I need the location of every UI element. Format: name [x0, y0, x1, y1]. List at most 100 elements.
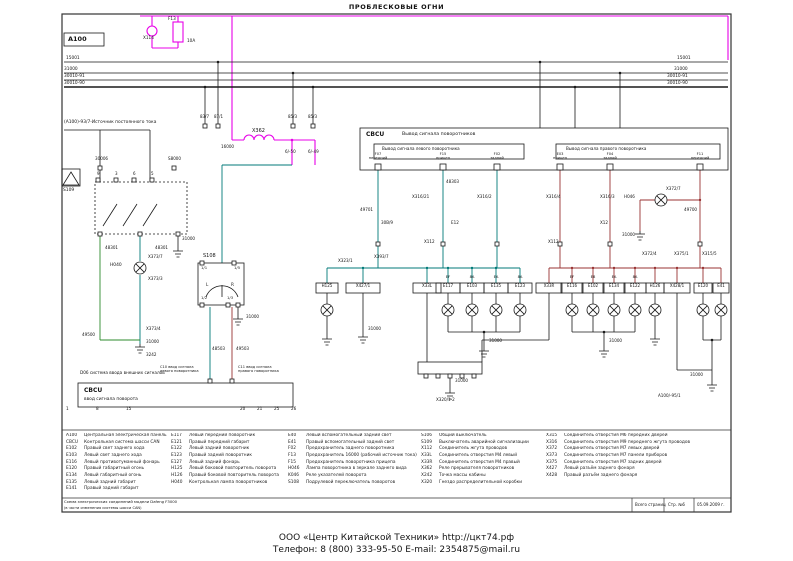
diagram-label: A100/-95/1	[658, 393, 681, 398]
diagram-label: F11 передний	[690, 152, 710, 161]
diagram-label: 83/7	[200, 114, 209, 119]
diagram-label: D06 система ввода внешних сигналов	[80, 370, 165, 375]
diagram-label: 30010-91	[64, 74, 85, 79]
diagram-label: X316/21	[412, 194, 430, 199]
diagram-label: 6/-49	[308, 149, 319, 154]
diagram-label: CBCU	[84, 387, 103, 394]
diagram-label: Вывод сигнала левого поворотника	[382, 146, 460, 151]
diagram-label: X362	[252, 128, 265, 134]
diagram-label: X316/4	[546, 194, 561, 199]
wiring-left-turn	[139, 164, 521, 379]
diagram-label: 8	[96, 406, 99, 411]
diagram-label: 31000	[489, 338, 503, 343]
diagram-label: 10A	[187, 38, 196, 43]
wiring-right-turn	[231, 170, 722, 379]
diagram-label: Вывод сигнала поворотников	[402, 132, 476, 137]
diagram-label: 1/1	[201, 265, 208, 270]
diagram-label: E8	[590, 275, 596, 279]
diagram-label: 15001	[677, 56, 691, 61]
diagram-label: R	[231, 282, 234, 287]
diagram-label: 31000	[690, 372, 704, 377]
diagram-label: 31000	[182, 236, 196, 241]
diagram-label: 30010-90	[64, 81, 85, 86]
diagram-label: C10 ввод сигнала левого поворотника	[160, 365, 199, 374]
footer-company-line: ООО «Центр Китайской Техники» http://цкт…	[278, 533, 515, 543]
diagram-label: 25	[274, 406, 280, 411]
diagram-label: F15 прицеп	[436, 152, 450, 161]
diagram-label: E102	[587, 283, 599, 288]
diagram-label: 49701	[360, 207, 374, 212]
diagram-label: E122	[629, 283, 641, 288]
diagram-label: E120	[697, 283, 709, 288]
diagram-label: E03 прицеп	[553, 152, 567, 161]
diagram-label: H046	[624, 194, 635, 199]
diagram-label: X373/3	[148, 276, 163, 281]
diagram-label: X428/1	[669, 283, 685, 288]
diagram-label: 85/3	[308, 114, 317, 119]
diagram-label: 48303	[446, 179, 460, 184]
diagram-label: 30010-91	[667, 74, 688, 79]
diagram-label: Схема электрических соединений модели Da…	[64, 499, 178, 504]
page-title: ПРОБЛЕСКОВЫЕ ОГНИ	[348, 3, 445, 11]
diagram-label: Вывод сигнала правого поворотника	[566, 146, 647, 151]
diagram-label: E12	[451, 220, 459, 225]
diagram-label: EF	[569, 275, 575, 279]
diagram-label: 21	[257, 406, 263, 411]
diagram-label: E135	[490, 283, 502, 288]
diagram-label: 85/3	[288, 114, 297, 119]
diagram-label: 31000	[455, 378, 469, 383]
diagram-label: L	[206, 282, 209, 287]
diagram-label: 3	[115, 171, 118, 176]
diagram-label: X112	[424, 239, 435, 244]
diagram-label: 31000	[368, 326, 382, 331]
diagram-label: 16000	[221, 144, 235, 149]
diagram-label: 31000	[246, 314, 260, 319]
diagram-label: 48301	[105, 245, 119, 250]
diagram-label: E103	[466, 283, 478, 288]
diagram-label: Стр. №6	[668, 502, 685, 507]
diagram-label: 31000	[674, 67, 688, 72]
diagram-label: 1/2	[201, 295, 208, 300]
diagram-label: X393/7	[374, 254, 389, 259]
diagram-label: 15	[126, 406, 132, 411]
diagram-label: X315/5	[702, 251, 717, 256]
diagram-label: X427/1	[355, 283, 371, 288]
page-footer: ООО «Центр Китайской Техники» http://цкт…	[0, 531, 793, 557]
diagram-label: 1	[66, 406, 69, 411]
diagram-label: F02 задний	[490, 152, 504, 161]
diagram-label: (в части изменения системы шасси CAN)	[64, 506, 142, 510]
diagram-label: 8A	[517, 275, 523, 279]
diagram-label: 5	[151, 171, 154, 176]
diagram-label: H040	[110, 263, 122, 268]
diagram-label: F13	[168, 16, 176, 21]
diagram-label: 31000	[622, 232, 636, 237]
diagram-label: EA	[611, 275, 617, 279]
diagram-label: X320/1-2	[436, 397, 455, 402]
diagram-label: 15001	[66, 56, 80, 61]
